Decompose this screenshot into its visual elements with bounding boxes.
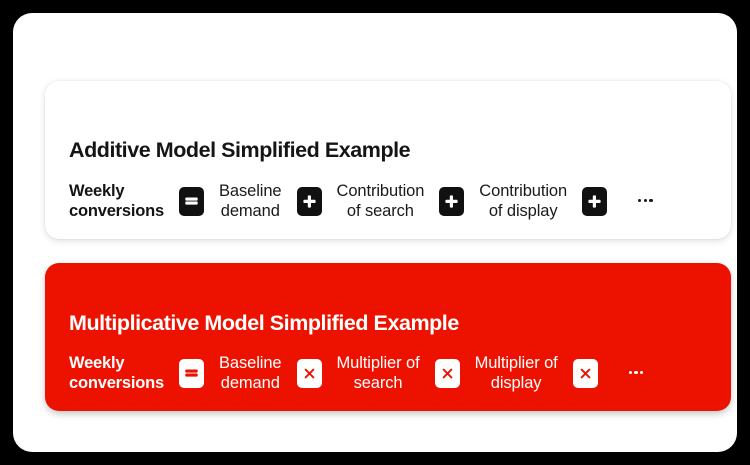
ellipsis-dot [634, 370, 638, 375]
panel-additive-model: Additive Model Simplified Example Weekly… [45, 81, 731, 239]
term-line-2: of display [488, 202, 558, 221]
term-baseline-demand: Baseline demand [219, 353, 282, 393]
lhs-label-line-2: conversions [69, 374, 165, 393]
term-multiplier-of-display: Multiplier of display [475, 353, 558, 393]
ellipsis-dot [640, 370, 644, 375]
multiply-icon [572, 358, 598, 388]
multiply-icon [296, 358, 322, 388]
term-baseline-demand: Baseline demand [219, 181, 282, 221]
term-line-2: display [490, 374, 542, 393]
formula-row-additive: Weekly conversions Baseline demand [69, 181, 707, 221]
ellipsis-dot [643, 198, 647, 203]
term-line-1: Baseline [219, 354, 282, 373]
plus-icon [582, 186, 608, 216]
term-line-2: of search [346, 202, 414, 221]
ellipsis-icon [628, 370, 644, 376]
lhs-label-weekly-conversions: Weekly conversions [69, 353, 164, 393]
panel-title-multiplicative: Multiplicative Model Simplified Example [69, 310, 459, 335]
term-line-1: Contribution [336, 182, 425, 201]
plus-icon [439, 186, 465, 216]
term-line-2: demand [220, 374, 280, 393]
equals-icon [179, 186, 205, 216]
ellipsis-icon [638, 198, 653, 204]
term-line-2: demand [220, 202, 280, 221]
ellipsis-dot [649, 198, 653, 203]
lhs-label-weekly-conversions: Weekly conversions [69, 181, 164, 221]
page-card: Additive Model Simplified Example Weekly… [13, 13, 737, 452]
equals-icon [179, 358, 205, 388]
term-line-2: search [353, 374, 403, 393]
term-line-1: Multiplier of [474, 354, 558, 373]
term-contribution-of-display: Contribution of display [479, 181, 567, 221]
panel-multiplicative-model: Multiplicative Model Simplified Example … [45, 263, 731, 411]
term-multiplier-of-search: Multiplier of search [337, 353, 420, 393]
term-contribution-of-search: Contribution of search [337, 181, 425, 221]
multiply-icon [434, 358, 460, 388]
plus-icon [296, 186, 322, 216]
ellipsis-dot [638, 198, 642, 203]
lhs-label-line-1: Weekly [69, 182, 125, 201]
term-line-1: Baseline [219, 182, 282, 201]
ellipsis-dot [628, 370, 632, 375]
term-line-1: Multiplier of [336, 354, 420, 373]
lhs-label-line-1: Weekly [69, 354, 125, 373]
term-line-1: Contribution [479, 182, 568, 201]
panel-title-additive: Additive Model Simplified Example [69, 137, 411, 162]
formula-row-multiplicative: Weekly conversions Baseline demand [69, 353, 707, 393]
lhs-label-line-2: conversions [69, 202, 165, 221]
